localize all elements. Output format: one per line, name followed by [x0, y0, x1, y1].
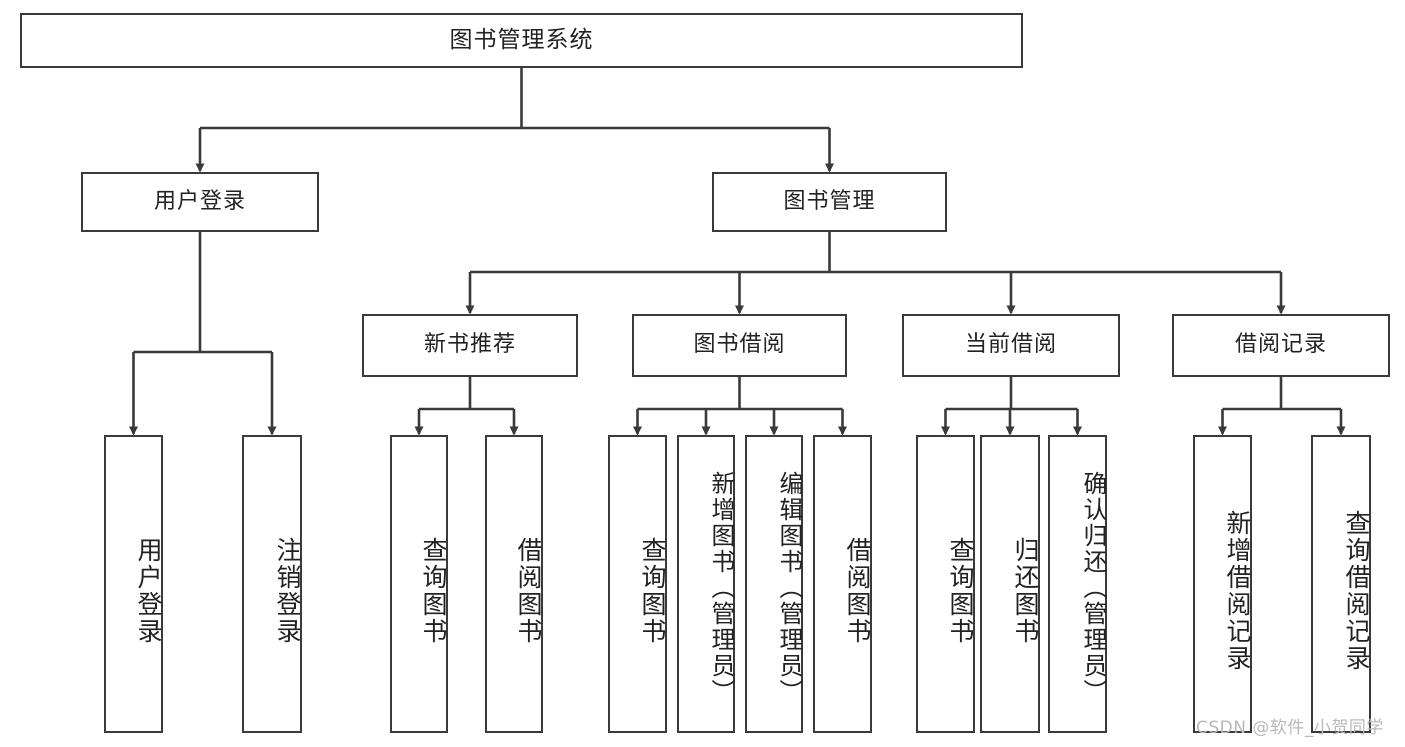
node-label: 新增借阅记录 [1223, 510, 1252, 672]
leaf-node-1: 注销登录 [242, 435, 302, 733]
level2-node-0: 新书推荐 [362, 314, 578, 377]
csdn-watermark: CSDN @软件_小贺同学 [1196, 718, 1384, 738]
node-label: 归还图书 [1011, 537, 1040, 645]
leaf-node-8: 查询图书 [916, 435, 975, 733]
node-label: 图书借阅 [693, 332, 786, 358]
node-label: 借阅图书 [514, 537, 543, 645]
leaf-node-10: 确认归还（管理员） [1048, 435, 1107, 733]
node-label: 查询图书 [638, 537, 667, 645]
node-label: 注销登录 [273, 537, 302, 645]
node-label: 借阅记录 [1234, 332, 1327, 358]
leaf-node-2: 查询图书 [390, 435, 448, 733]
level1-node-1: 图书管理 [712, 172, 947, 232]
node-label: 当前借阅 [964, 332, 1057, 358]
level2-node-3: 借阅记录 [1172, 314, 1390, 377]
leaf-node-12: 查询借阅记录 [1311, 435, 1371, 733]
node-label: 借阅图书 [843, 537, 872, 645]
level1-node-0: 用户登录 [81, 172, 319, 232]
node-label: 新增图书（管理员） [707, 471, 735, 705]
node-label: 确认归还（管理员） [1079, 471, 1107, 705]
node-label: 图书管理 [783, 188, 876, 214]
node-label: 编辑图书（管理员） [775, 471, 803, 705]
node-label: 图书管理系统 [449, 26, 594, 53]
leaf-node-0: 用户登录 [104, 435, 163, 733]
node-label: 查询图书 [419, 537, 448, 645]
level2-node-2: 当前借阅 [902, 314, 1120, 377]
leaf-node-3: 借阅图书 [485, 435, 543, 733]
leaf-node-4: 查询图书 [608, 435, 667, 733]
root-node-0: 图书管理系统 [20, 13, 1023, 68]
node-label: 用户登录 [134, 537, 163, 645]
leaf-node-11: 新增借阅记录 [1193, 435, 1252, 733]
leaf-node-9: 归还图书 [980, 435, 1040, 733]
node-label: 新书推荐 [423, 332, 516, 358]
node-label: 查询图书 [946, 537, 975, 645]
leaf-node-6: 编辑图书（管理员） [745, 435, 803, 733]
leaf-node-5: 新增图书（管理员） [677, 435, 735, 733]
leaf-node-7: 借阅图书 [813, 435, 872, 733]
node-label: 查询借阅记录 [1342, 510, 1371, 672]
level2-node-1: 图书借阅 [632, 314, 847, 377]
node-label: 用户登录 [153, 188, 246, 214]
